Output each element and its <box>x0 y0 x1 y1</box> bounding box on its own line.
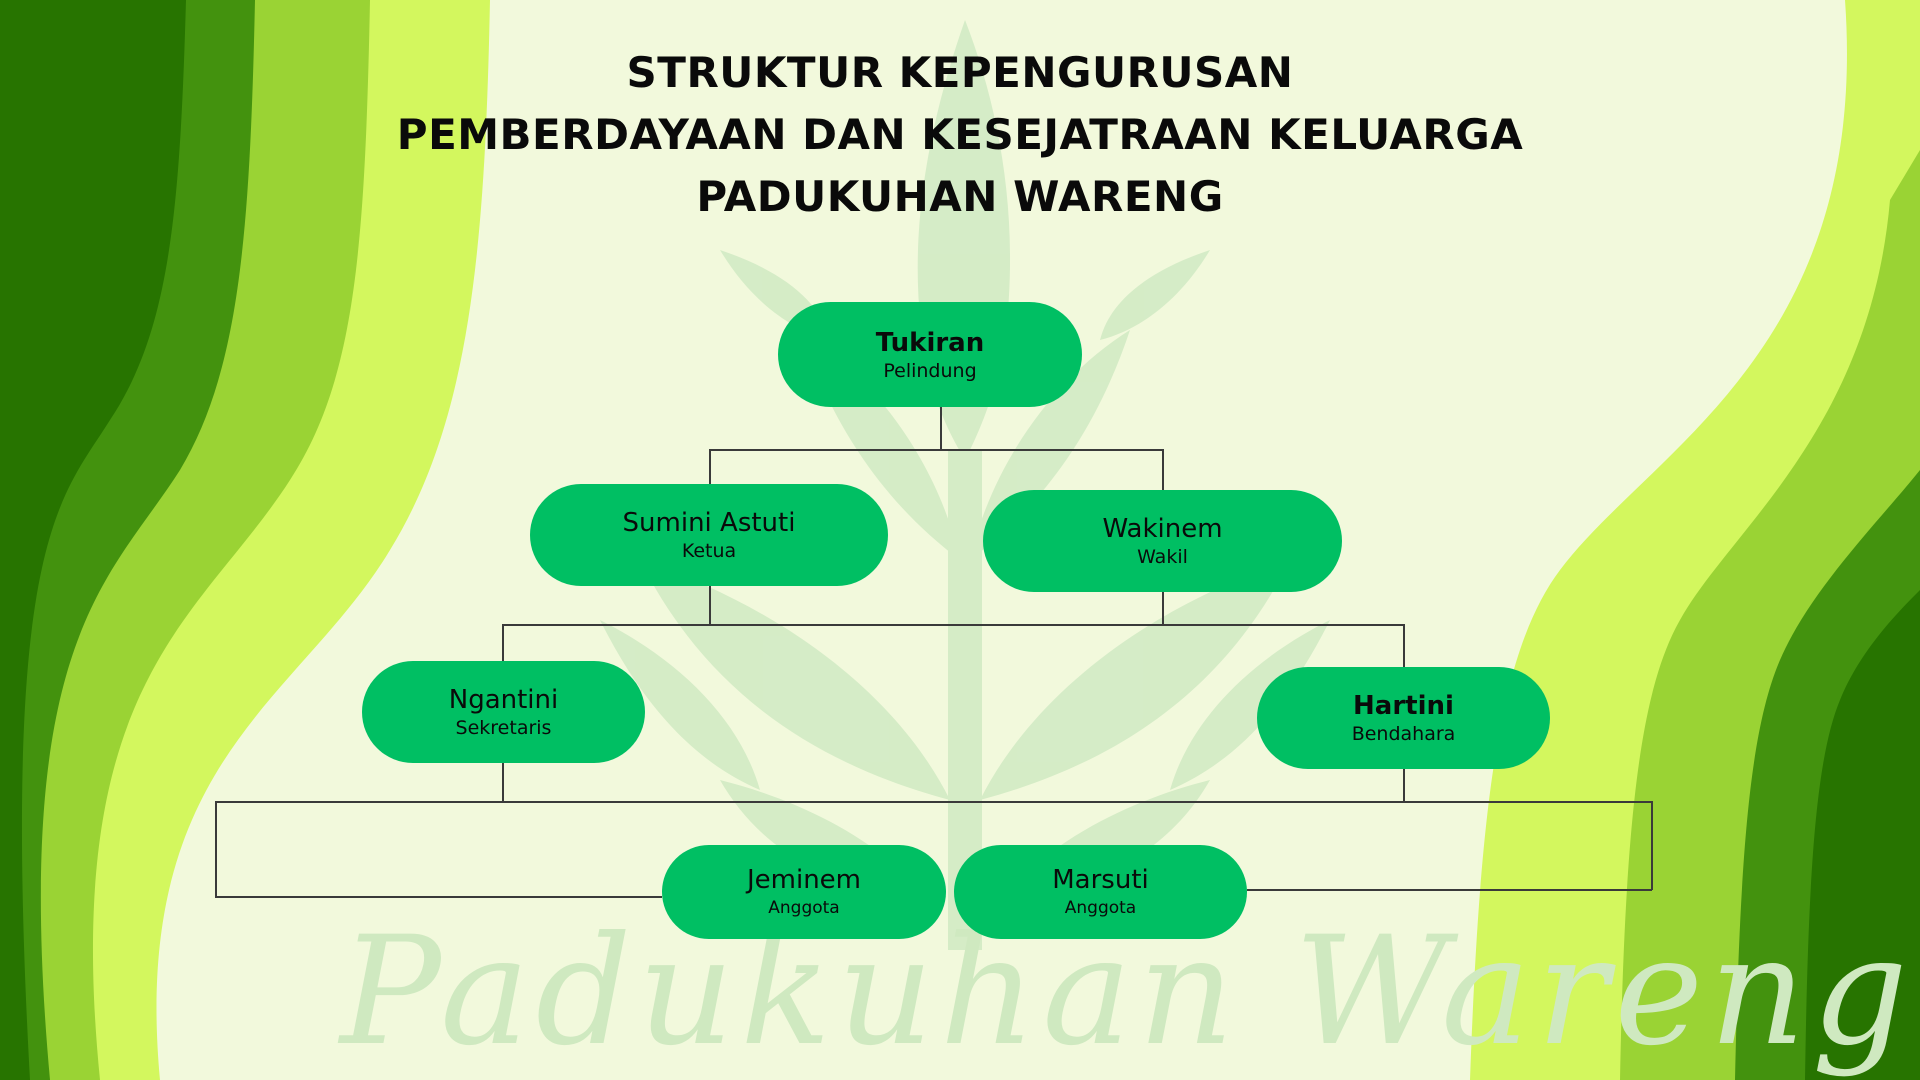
node-role: Bendahara <box>1351 723 1456 745</box>
connector-line <box>215 801 1652 803</box>
connector-line <box>709 449 1162 451</box>
connector-line <box>1403 769 1405 801</box>
node-name: Sumini Astuti <box>622 508 796 538</box>
node-sekretaris: Ngantini Sekretaris <box>362 661 645 763</box>
connector-line <box>215 801 217 897</box>
connector-line <box>1247 889 1652 891</box>
node-name: Wakinem <box>1102 514 1223 544</box>
node-role: Wakil <box>1137 546 1188 568</box>
connector-line <box>1403 624 1405 667</box>
title-line-3: PADUKUHAN WARENG <box>696 172 1224 221</box>
node-bendahara: Hartini Bendahara <box>1257 667 1550 769</box>
node-role: Pelindung <box>883 359 977 382</box>
connector-line <box>1651 801 1653 890</box>
connector-line <box>215 896 662 898</box>
node-anggota-2: Marsuti Anggota <box>954 845 1247 939</box>
node-role: Sekretaris <box>455 717 552 739</box>
connector-line <box>1162 449 1164 490</box>
node-role: Ketua <box>681 540 737 562</box>
connector-line <box>940 407 942 449</box>
connector-line <box>502 624 504 661</box>
node-name: Ngantini <box>448 685 559 715</box>
node-name: Jeminem <box>746 865 862 895</box>
node-name: Hartini <box>1353 691 1454 721</box>
node-role: Anggota <box>1064 898 1137 918</box>
node-anggota-1: Jeminem Anggota <box>662 845 946 939</box>
connector-line <box>709 449 711 484</box>
connector-line <box>502 763 504 801</box>
node-pelindung: Tukiran Pelindung <box>778 302 1082 407</box>
connector-line <box>1162 592 1164 624</box>
node-wakil: Wakinem Wakil <box>983 490 1342 592</box>
title-line-1: STRUKTUR KEPENGURUSAN <box>626 48 1294 97</box>
node-role: Anggota <box>768 898 840 918</box>
connector-line <box>709 586 711 624</box>
node-name: Marsuti <box>1052 865 1149 895</box>
node-ketua: Sumini Astuti Ketua <box>530 484 888 586</box>
connector-line <box>502 624 1403 626</box>
node-name: Tukiran <box>875 327 985 358</box>
title-line-2: PEMBERDAYAAN DAN KESEJATRAAN KELUARGA <box>396 110 1524 159</box>
